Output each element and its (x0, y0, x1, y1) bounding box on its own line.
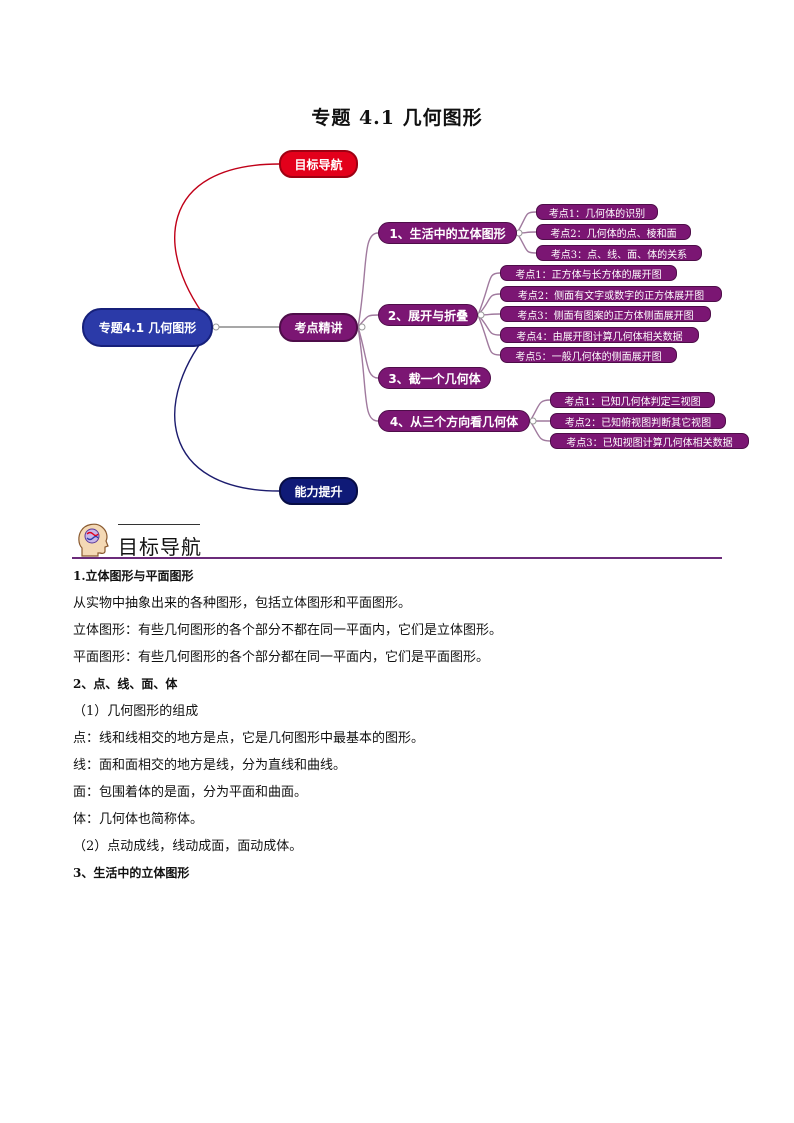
heading-bottom-rule (72, 557, 722, 559)
paragraph: （1）几何图形的组成 (73, 704, 199, 719)
paragraph: 体：几何体也简称体。 (73, 812, 204, 827)
section-content: 1.立体图形与平面图形 从实物中抽象出来的各种图形，包括立体图形和平面图形。 立… (73, 563, 723, 887)
mindmap-node-key-points: 考点精讲 (279, 313, 358, 342)
subheading: 2、点、线、面、体 (73, 677, 178, 691)
mindmap-branch-4: 4、从三个方向看几何体 (378, 410, 530, 432)
subheading: 3、生活中的立体图形 (73, 866, 190, 880)
paragraph: （2）点动成线，线动成面，面动成体。 (73, 839, 303, 854)
paragraph: 线：面和面相交的地方是线，分为直线和曲线。 (73, 758, 347, 773)
section-heading: 目标导航 (72, 518, 722, 560)
mindmap-leaf: 考点1：几何体的识别 (536, 204, 658, 220)
mindmap-leaf: 考点3：点、线、面、体的关系 (536, 245, 702, 261)
paragraph: 面：包围着体的是面，分为平面和曲面。 (73, 785, 308, 800)
paragraph: 点：线和线相交的地方是点，它是几何图形中最基本的图形。 (73, 731, 425, 746)
brain-head-icon (78, 523, 109, 557)
mindmap-leaf: 考点3：已知视图计算几何体相关数据 (550, 433, 749, 449)
page-title: 专题 4.1 几何图形 (311, 107, 483, 129)
mindmap-node-ability: 能力提升 (279, 477, 358, 505)
mindmap-root-node: 专题4.1 几何图形 (82, 308, 213, 347)
subheading: 1.立体图形与平面图形 (73, 569, 194, 583)
mindmap-leaf: 考点1：正方体与长方体的展开图 (500, 265, 677, 281)
mindmap-leaf: 考点2：几何体的点、棱和面 (536, 224, 691, 240)
mindmap-leaf: 考点4：由展开图计算几何体相关数据 (500, 327, 699, 343)
mindmap-branch-2: 2、展开与折叠 (378, 304, 478, 326)
section-title: 目标导航 (118, 535, 202, 559)
mindmap-leaf: 考点5：一般几何体的侧面展开图 (500, 347, 677, 363)
mindmap-leaf: 考点2：侧面有文字或数字的正方体展开图 (500, 286, 722, 302)
paragraph: 平面图形：有些几何图形的各个部分都在同一平面内，它们是平面图形。 (73, 650, 490, 665)
mindmap-node-target-nav: 目标导航 (279, 150, 358, 178)
mindmap-leaf: 考点1：已知几何体判定三视图 (550, 392, 715, 408)
heading-top-rule (118, 524, 200, 525)
mindmap-connectors (174, 163, 551, 492)
paragraph: 从实物中抽象出来的各种图形，包括立体图形和平面图形。 (73, 596, 412, 611)
mindmap-leaf: 考点2：已知俯视图判断其它视图 (550, 413, 726, 429)
paragraph: 立体图形：有些几何图形的各个部分不都在同一平面内，它们是立体图形。 (73, 623, 503, 638)
mindmap-branch-3: 3、截一个几何体 (378, 367, 491, 389)
mindmap-leaf: 考点3：侧面有图案的正方体侧面展开图 (500, 306, 711, 322)
mindmap-branch-1: 1、生活中的立体图形 (378, 222, 517, 244)
